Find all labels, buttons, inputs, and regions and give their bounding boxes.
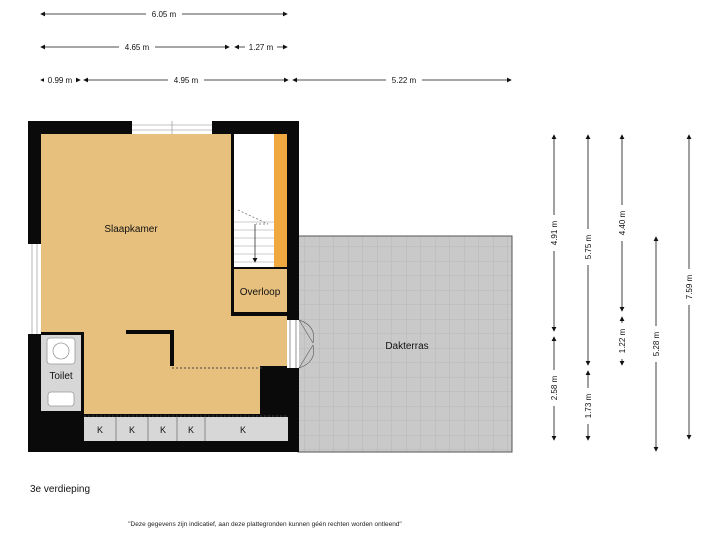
window-top [132, 121, 212, 134]
room-label-toilet: Toilet [49, 371, 73, 382]
room-label-slaapkamer: Slaapkamer [104, 224, 158, 235]
dim-v-overloop-depth: 1.22 m [618, 328, 627, 353]
floor-title: 3e verdieping [30, 484, 91, 495]
vertical-dimensions: 4.91 m 2.58 m 5.75 m 1.73 m 4.40 m 1.22 … [548, 134, 695, 452]
dim-dakterras-width: 5.22 m [392, 76, 417, 85]
storage-label-1: K [97, 425, 103, 435]
slaapkamer: Slaapkamer [41, 134, 287, 414]
window-left [28, 244, 41, 334]
dim-v-storage-depth: 2.58 m [550, 375, 559, 400]
dim-v-stair-depth: 4.40 m [618, 210, 627, 235]
storage-label-3: K [160, 425, 166, 435]
dim-slaapkamer-width: 4.65 m [125, 43, 150, 52]
dim-v-slaapkamer-depth: 4.91 m [550, 220, 559, 245]
toilet-room: Toilet [41, 335, 81, 411]
storage-row: K K K K K [84, 415, 288, 441]
dim-v-lower-storage: 1.73 m [584, 393, 593, 418]
dim-v-overall-depth: 7.59 m [685, 274, 694, 299]
room-label-overloop: Overloop [240, 287, 281, 298]
room-label-dakterras: Dakterras [385, 341, 428, 352]
terrace-door [287, 319, 315, 369]
dim-storage-width: 4.95 m [174, 76, 199, 85]
storage-label-4: K [188, 425, 194, 435]
sink-icon [47, 391, 75, 407]
dim-overloop-width: 1.27 m [249, 43, 274, 52]
horizontal-dimensions: 6.05 m 4.65 m 1.27 m 0.99 m 4.95 m 5.22 … [40, 8, 512, 86]
overloop: Overloop [234, 269, 287, 314]
toilet-bowl-icon [52, 342, 70, 360]
dim-toilet-width: 0.99 m [48, 76, 73, 85]
dakterras: Dakterras [297, 235, 513, 453]
dim-overall-width: 6.05 m [152, 10, 177, 19]
disclaimer: "Deze gegevens zijn indicatief, aan deze… [128, 521, 402, 528]
storage-label-2: K [129, 425, 135, 435]
storage-label-5: K [240, 425, 246, 435]
dim-v-bedroom-full-depth: 5.75 m [584, 234, 593, 259]
dim-v-dakterras-depth: 5.28 m [652, 331, 661, 356]
stairwell [234, 134, 287, 267]
